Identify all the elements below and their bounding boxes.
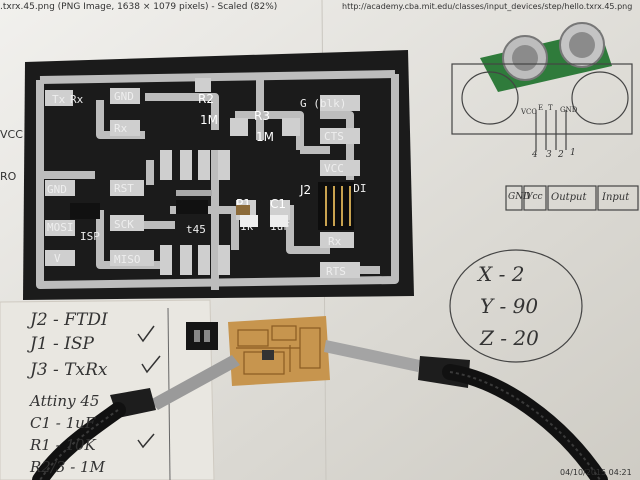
pcb-label: GND — [47, 183, 67, 196]
alligator-clips — [110, 340, 470, 418]
box-label-vcc: Vcc — [526, 192, 543, 202]
pcb-label: V — [54, 252, 61, 265]
pcb-label: RST — [114, 182, 134, 195]
pcb-label: R2 — [198, 92, 214, 106]
pin-number-4: 4 — [532, 150, 538, 160]
note-j1: J1 - ISP — [30, 334, 94, 354]
note-r1: R1 - 10K — [30, 436, 96, 454]
pcb-label: J2 — [299, 183, 311, 197]
pcb-label: Rx — [114, 122, 128, 135]
note-y: Y - 90 — [480, 294, 539, 318]
pcb-label: 1M — [256, 130, 274, 144]
pcb-label: MISO — [114, 253, 141, 266]
pin-label-vcc: VCC — [521, 108, 537, 116]
note-z: Z - 20 — [480, 326, 539, 350]
pcb-label: RTS — [326, 265, 346, 278]
note-j3: J3 - TxRx — [30, 360, 108, 380]
pcb-label: MOSI — [47, 221, 74, 234]
pcb-label: GND — [114, 90, 134, 103]
pin-label-t: T — [548, 104, 553, 112]
browser-caption: .txrx.45.png (PNG Image, 1638 × 1079 pix… — [0, 2, 278, 12]
pcb-label: CTS — [324, 130, 344, 143]
note-j2: J2 - FTDI — [30, 310, 108, 330]
side-label-ro: RO — [0, 170, 17, 183]
pcb-label: ISP — [80, 230, 100, 243]
pcb-label: t45 — [186, 223, 206, 236]
pin-label-e: E — [538, 104, 544, 112]
pcb-label: SCK — [114, 218, 134, 231]
pin-header — [186, 322, 218, 350]
source-url: http://academy.cba.mit.edu/classes/input… — [342, 2, 633, 11]
note-attiny: Attiny 45 — [30, 392, 100, 410]
box-label-input: Input — [602, 192, 630, 203]
pin-label-gnd: GND — [560, 106, 578, 114]
ultrasonic-sensor — [480, 22, 612, 92]
pcb-printout — [23, 50, 414, 300]
check-marks — [137, 325, 161, 449]
note-c1: C1 - 1uF — [30, 414, 96, 432]
side-label-vcc: VCC — [0, 128, 23, 141]
pin-number-3: 3 — [546, 150, 552, 160]
pcb-label: Rx — [70, 93, 84, 106]
pin-number-1: 1 — [570, 148, 576, 158]
pcb-label: Tx — [52, 93, 66, 106]
pcb-label: 1M — [200, 113, 218, 127]
box-label-output: Output — [551, 192, 587, 203]
box-label-gnd: GND — [508, 192, 531, 202]
pcb-label: C1 — [270, 197, 286, 211]
components-on-print — [70, 182, 354, 230]
note-r23: R2/3 - 1M — [30, 458, 105, 476]
sensor-sketch — [449, 63, 639, 363]
notes-sheet — [0, 299, 215, 480]
milled-pcb — [228, 316, 330, 386]
pcb-label: G (blk) — [300, 97, 346, 110]
pcb-label: VCC — [324, 162, 344, 175]
note-x: X - 2 — [478, 262, 525, 286]
pcb-label: R3 — [254, 109, 270, 123]
print-timestamp: 04/10/2015 04:21 — [560, 468, 632, 477]
pcb-label: Rx — [328, 235, 342, 248]
pin-number-2: 2 — [558, 150, 564, 160]
